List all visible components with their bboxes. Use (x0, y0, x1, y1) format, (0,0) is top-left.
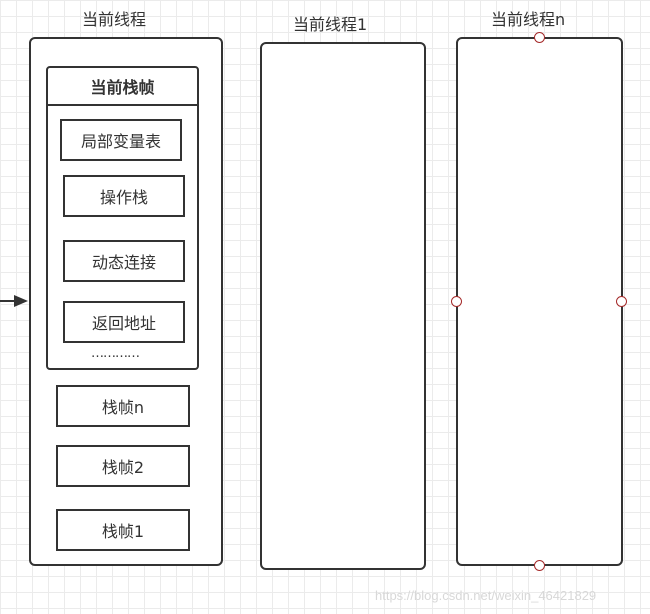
current-thread-box[interactable]: 当前栈帧 局部变量表 操作栈 动态连接 返回地址 ………… 栈帧n 栈帧2 栈帧… (29, 37, 223, 566)
thread1-box[interactable] (260, 42, 426, 570)
thread1-title: 当前线程1 (293, 15, 368, 34)
selection-handle-right[interactable] (616, 296, 627, 307)
current-stack-frame[interactable]: 当前栈帧 局部变量表 操作栈 动态连接 返回地址 ………… (46, 66, 199, 370)
local-variable-table-label: 局部变量表 (80, 132, 161, 151)
selection-handle-left[interactable] (451, 296, 462, 307)
stack-frame-n-label: 栈帧n (101, 398, 145, 417)
dynamic-linking-box[interactable]: 动态连接 (63, 240, 185, 282)
arrow-line (0, 300, 16, 302)
stack-frame-n-box[interactable]: 栈帧n (56, 385, 190, 427)
selection-handle-top[interactable] (534, 32, 545, 43)
dynamic-linking-label: 动态连接 (91, 253, 156, 272)
stack-frame-2-label: 栈帧2 (101, 458, 145, 477)
return-address-label: 返回地址 (91, 314, 156, 333)
stack-frame-2-box[interactable]: 栈帧2 (56, 445, 190, 487)
stack-frame-1-box[interactable]: 栈帧1 (56, 509, 190, 551)
return-address-box[interactable]: 返回地址 (63, 301, 185, 343)
operand-stack-box[interactable]: 操作栈 (63, 175, 185, 217)
stack-frame-1-label: 栈帧1 (101, 522, 145, 541)
watermark-text: https://blog.csdn.net/weixin_46421829 (375, 588, 597, 603)
local-variable-table-box[interactable]: 局部变量表 (60, 119, 182, 161)
current-thread-title: 当前线程 (82, 10, 147, 29)
operand-stack-label: 操作栈 (99, 188, 148, 207)
current-stack-frame-title: 当前栈帧 (48, 68, 197, 106)
threadn-title: 当前线程n (491, 10, 566, 29)
selection-handle-bottom[interactable] (534, 560, 545, 571)
arrow-head-icon (14, 295, 28, 307)
frame-ellipsis: ………… (91, 346, 140, 361)
threadn-box[interactable] (456, 37, 623, 566)
